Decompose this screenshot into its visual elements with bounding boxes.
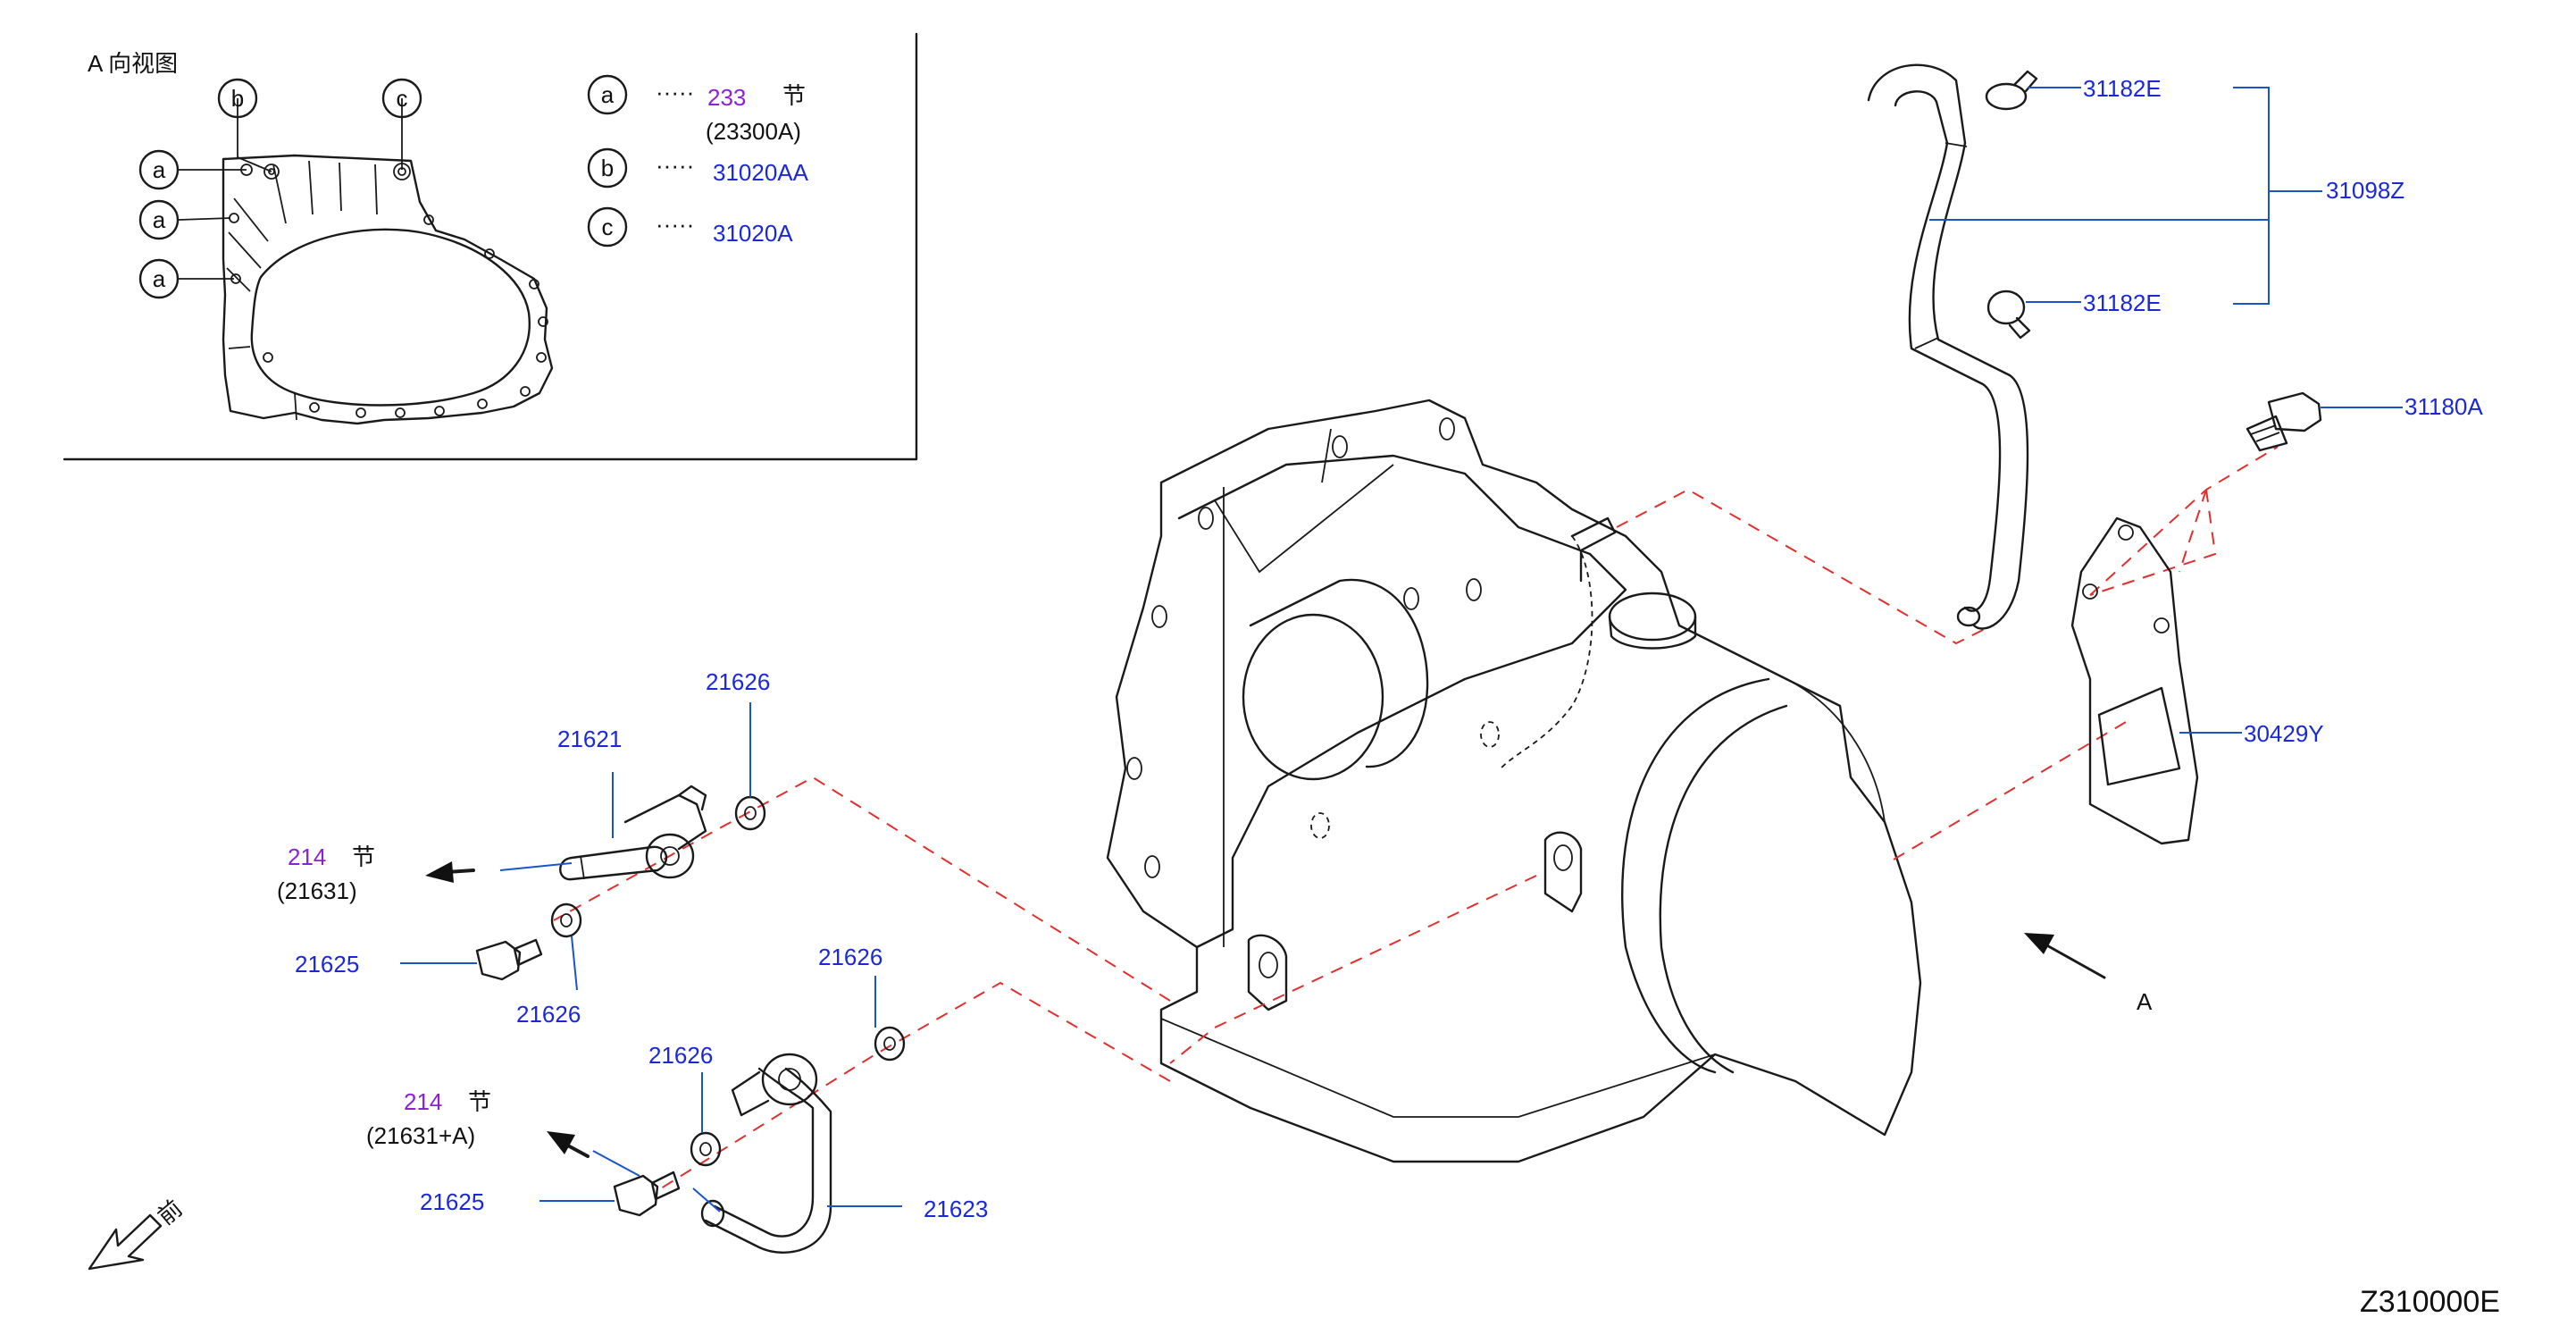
callout-b: b bbox=[217, 78, 258, 119]
bolt-21625-a bbox=[475, 938, 543, 981]
svg-text:214: 214 bbox=[404, 1088, 442, 1115]
diagram-code: Z310000E bbox=[2360, 1285, 2500, 1319]
part-label-31020A: 31020A bbox=[713, 220, 793, 247]
svg-text:(21631+A): (21631+A) bbox=[366, 1122, 475, 1149]
part-label-21625-a: 21625 bbox=[295, 951, 359, 978]
svg-text:c: c bbox=[397, 85, 408, 112]
view-a-label: A bbox=[2137, 988, 2153, 1015]
svg-text:a: a bbox=[153, 206, 166, 233]
part-label-21626-a: 21626 bbox=[706, 668, 770, 695]
phantom-lines bbox=[553, 446, 2279, 1189]
callout-c: c bbox=[381, 78, 422, 119]
inset-frame bbox=[63, 32, 918, 461]
section-ref-214-b: 214 节 (21631+A) bbox=[366, 1088, 491, 1149]
front-arrow-icon bbox=[88, 1213, 163, 1271]
svg-text:·····: ····· bbox=[656, 211, 694, 238]
part-label-31182E-bottom: 31182E bbox=[2083, 290, 2162, 316]
hose-clamp-top bbox=[1985, 70, 2038, 111]
section-ref-233: 233 bbox=[707, 84, 746, 111]
callout-a-top: a bbox=[138, 149, 180, 190]
mount-lug-1 bbox=[1247, 934, 1288, 1011]
svg-text:c: c bbox=[602, 214, 614, 240]
inset-view-a: A 向视图 bbox=[63, 32, 918, 461]
part-label-31020AA: 31020AA bbox=[713, 159, 809, 186]
front-label: 前 bbox=[153, 1195, 188, 1230]
part-label-21621: 21621 bbox=[557, 726, 622, 752]
svg-text:(21631): (21631) bbox=[277, 877, 357, 904]
converter-face bbox=[1242, 613, 1384, 781]
svg-text:a: a bbox=[601, 81, 615, 108]
part-label-31182E-top: 31182E bbox=[2083, 75, 2162, 102]
part-label-21626-b: 21626 bbox=[516, 1001, 581, 1028]
mount-lug-2 bbox=[1543, 831, 1583, 913]
washer-21626-b bbox=[550, 902, 582, 938]
svg-text:214: 214 bbox=[288, 843, 326, 870]
transaxle-case bbox=[1106, 399, 1922, 1163]
legend-row-a: a ····· 233 节 (23300A) bbox=[587, 74, 806, 145]
svg-text:b: b bbox=[601, 155, 614, 181]
view-a-arrow bbox=[2024, 933, 2106, 979]
part-label-31180A: 31180A bbox=[2405, 393, 2483, 420]
filler-cap bbox=[1608, 592, 1697, 642]
part-label-21625-b: 21625 bbox=[420, 1188, 484, 1215]
housing-holes bbox=[229, 163, 548, 418]
bolt-31180A bbox=[2246, 391, 2322, 452]
washer-21626-c bbox=[874, 1026, 906, 1062]
bolt-21625-b bbox=[613, 1171, 681, 1217]
part-label-31098Z: 31098Z bbox=[2326, 177, 2405, 204]
svg-text:a: a bbox=[153, 265, 166, 292]
arrow-to-214-b bbox=[547, 1131, 590, 1158]
callout-a-mid: a bbox=[138, 199, 180, 240]
callout-a-bottom: a bbox=[138, 258, 180, 299]
section-ref-214-a: 214 节 (21631) bbox=[277, 843, 375, 904]
housing-outline bbox=[222, 154, 554, 425]
washer-21626-a bbox=[734, 795, 766, 831]
case-holes bbox=[1126, 417, 1482, 878]
legend-row-b: b ····· 31020AA bbox=[587, 147, 809, 189]
breather-hose bbox=[1867, 63, 2029, 630]
part-label-21623: 21623 bbox=[924, 1196, 988, 1222]
pipe-21623 bbox=[700, 1053, 832, 1254]
inset-title: A 向视图 bbox=[88, 50, 178, 77]
legend-row-c: c ····· 31020A bbox=[587, 206, 793, 248]
washer-21626-d bbox=[690, 1131, 722, 1167]
svg-text:节: 节 bbox=[352, 843, 375, 870]
part-label-21626-d: 21626 bbox=[648, 1042, 713, 1069]
bracket-30429Y bbox=[2070, 516, 2199, 845]
leaders-left bbox=[400, 702, 902, 1213]
part-label-21626-c: 21626 bbox=[818, 944, 882, 970]
housing-ribs bbox=[226, 160, 378, 421]
housing-bore bbox=[250, 228, 531, 407]
hose-clamp-bottom bbox=[1986, 290, 2031, 340]
svg-text:·····: ····· bbox=[656, 152, 694, 179]
svg-text:(23300A): (23300A) bbox=[706, 118, 801, 145]
svg-text:·····: ····· bbox=[656, 79, 694, 105]
hose-21621 bbox=[559, 785, 707, 881]
arrow-to-214-a bbox=[425, 861, 475, 883]
svg-text:节: 节 bbox=[782, 82, 806, 109]
part-label-30429Y: 30429Y bbox=[2244, 720, 2324, 747]
svg-text:b: b bbox=[231, 85, 244, 112]
svg-text:节: 节 bbox=[468, 1088, 491, 1115]
svg-text:a: a bbox=[153, 156, 166, 183]
leaders-right bbox=[1929, 87, 2403, 734]
